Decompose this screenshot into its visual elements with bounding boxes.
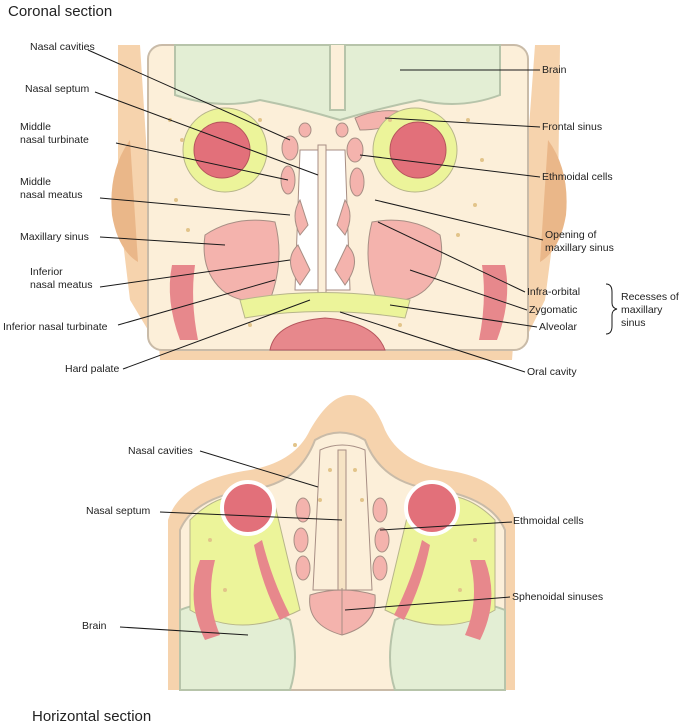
label-recesses-line2: maxillary <box>621 304 663 316</box>
coronal-ear-left <box>111 140 138 262</box>
label-sphenoidal-sinuses: Sphenoidal sinuses <box>512 591 603 603</box>
horizontal-muscle-inner-right <box>394 540 430 620</box>
coronal-labels: Nasal cavities Nasal septum Middle nasal… <box>3 41 679 378</box>
coronal-illustration <box>111 44 567 360</box>
label-alveolar: Alveolar <box>539 321 577 333</box>
recesses-brace <box>605 283 618 335</box>
horizontal-eye-right <box>404 480 460 536</box>
coronal-hard-palate <box>239 292 411 319</box>
horizontal-bone-speckles <box>208 443 477 592</box>
label-zygomatic: Zygomatic <box>529 304 577 316</box>
label-coronal-nasal-cavities: Nasal cavities <box>30 41 95 53</box>
label-inferior-meatus-line2: nasal meatus <box>30 279 92 291</box>
label-middle-turbinate-line1: Middle <box>20 121 51 133</box>
horizontal-title: Horizontal section <box>32 708 151 724</box>
label-oral-cavity: Oral cavity <box>527 366 577 378</box>
horizontal-labels: Nasal cavities Nasal septum Brain Ethmoi… <box>82 445 603 632</box>
horizontal-illustration <box>168 395 515 691</box>
horizontal-ethmoid-cells <box>293 497 390 581</box>
coronal-nasal-septum <box>317 144 327 296</box>
label-inferior-turbinate: Inferior nasal turbinate <box>3 321 108 333</box>
horizontal-muscle-left <box>193 560 220 640</box>
label-opening-line2: maxillary sinus <box>545 242 614 254</box>
coronal-oral-cavity <box>269 317 386 351</box>
label-opening-line1: Opening of <box>545 229 596 241</box>
coronal-brain-fold <box>329 45 346 111</box>
label-maxillary-sinus: Maxillary sinus <box>20 231 89 243</box>
horizontal-leaders <box>119 450 513 636</box>
coronal-eye-right <box>389 121 447 179</box>
label-horizontal-nasal-cavities: Nasal cavities <box>128 445 193 457</box>
label-middle-meatus-line1: Middle <box>20 176 51 188</box>
coronal-muscle-left <box>169 265 198 340</box>
horizontal-eye-left <box>220 480 276 536</box>
coronal-leaders <box>87 49 544 373</box>
label-horizontal-brain: Brain <box>82 620 107 632</box>
label-middle-turbinate-line2: nasal turbinate <box>20 134 89 146</box>
label-brain: Brain <box>542 64 567 76</box>
label-inferior-meatus-line1: Inferior <box>30 266 63 278</box>
coronal-title: Coronal section <box>8 3 112 20</box>
coronal-ear-right <box>540 140 567 262</box>
label-horizontal-nasal-septum: Nasal septum <box>86 505 150 517</box>
label-infra-orbital: Infra-orbital <box>527 286 580 298</box>
coronal-turbinates <box>290 198 355 286</box>
horizontal-muscle-inner-left <box>254 540 290 620</box>
label-coronal-nasal-septum: Nasal septum <box>25 83 89 95</box>
label-horizontal-ethmoidal-cells: Ethmoidal cells <box>513 515 584 527</box>
label-recesses-line1: Recesses of <box>621 291 679 303</box>
label-recesses-line3: sinus <box>621 317 646 329</box>
label-frontal-sinus: Frontal sinus <box>542 121 602 133</box>
label-middle-meatus-line2: nasal meatus <box>20 189 82 201</box>
label-hard-palate: Hard palate <box>65 363 119 375</box>
label-coronal-ethmoidal-cells: Ethmoidal cells <box>542 171 613 183</box>
